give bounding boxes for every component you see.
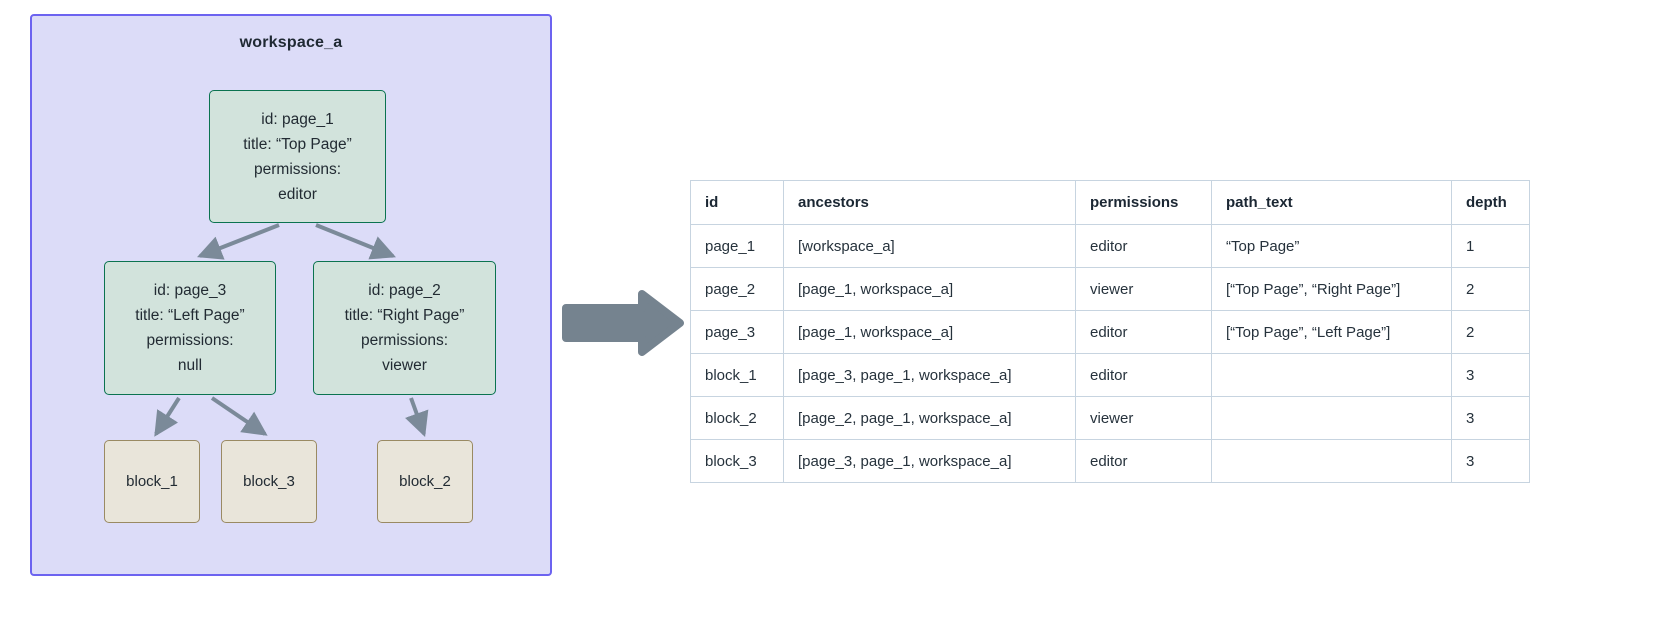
cell-ancestors: [page_1, workspace_a] bbox=[783, 267, 1076, 311]
edge-page_3-block_1 bbox=[154, 396, 181, 437]
cell-depth: 2 bbox=[1451, 310, 1530, 354]
node-block_2[interactable]: block_2 bbox=[377, 440, 473, 523]
table-header-row: id ancestors permissions path_text depth bbox=[690, 180, 1530, 225]
node-page_1-line-1: title: “Top Page” bbox=[243, 135, 352, 153]
node-page_2-line-1: title: “Right Page” bbox=[344, 307, 465, 324]
cell-depth: 3 bbox=[1451, 396, 1530, 440]
node-block_3-label: block_3 bbox=[243, 473, 295, 490]
cell-ancestors: [workspace_a] bbox=[783, 224, 1076, 268]
edge-page_2-block_2 bbox=[405, 397, 429, 438]
cell-permissions: editor bbox=[1075, 310, 1212, 354]
cell-depth: 2 bbox=[1451, 267, 1530, 311]
cell-permissions: editor bbox=[1075, 224, 1212, 268]
node-block_1[interactable]: block_1 bbox=[104, 440, 200, 523]
cell-permissions: viewer bbox=[1075, 267, 1212, 311]
cell-path_text bbox=[1211, 396, 1452, 440]
node-page_1-line-3: editor bbox=[278, 185, 317, 203]
cell-permissions: editor bbox=[1075, 439, 1212, 483]
cell-path_text: [“Top Page”, “Left Page”] bbox=[1211, 310, 1452, 354]
workspace-container: workspace_a id: page_1 title: “Top Page”… bbox=[30, 14, 552, 576]
column-header-permissions[interactable]: permissions bbox=[1075, 180, 1212, 225]
cell-ancestors: [page_1, workspace_a] bbox=[783, 310, 1076, 354]
cell-path_text: [“Top Page”, “Right Page”] bbox=[1211, 267, 1452, 311]
column-header-depth[interactable]: depth bbox=[1451, 180, 1530, 225]
column-header-path_text[interactable]: path_text bbox=[1211, 180, 1452, 225]
table-row: block_1 [page_3, page_1, workspace_a] ed… bbox=[690, 353, 1530, 397]
node-page_2-line-2: permissions: bbox=[361, 332, 448, 349]
right-arrow-icon bbox=[562, 290, 684, 356]
cell-id: page_1 bbox=[690, 224, 784, 268]
node-page_3-line-1: title: “Left Page” bbox=[135, 307, 245, 324]
node-page_1-line-2: permissions: bbox=[254, 160, 341, 178]
table-row: block_3 [page_3, page_1, workspace_a] ed… bbox=[690, 439, 1530, 483]
workspace-title: workspace_a bbox=[239, 34, 343, 51]
node-page_2[interactable]: id: page_2 title: “Right Page” permissio… bbox=[313, 261, 496, 395]
node-page_2-line-0: id: page_2 bbox=[368, 282, 441, 299]
cell-id: page_3 bbox=[690, 310, 784, 354]
table-row: page_2 [page_1, workspace_a] viewer [“To… bbox=[690, 267, 1530, 311]
cell-id: block_3 bbox=[690, 439, 784, 483]
cell-ancestors: [page_2, page_1, workspace_a] bbox=[783, 396, 1076, 440]
cell-path_text bbox=[1211, 353, 1452, 397]
node-page_3[interactable]: id: page_3 title: “Left Page” permission… bbox=[104, 261, 276, 395]
cell-id: block_2 bbox=[690, 396, 784, 440]
table-row: block_2 [page_2, page_1, workspace_a] vi… bbox=[690, 396, 1530, 440]
cell-ancestors: [page_3, page_1, workspace_a] bbox=[783, 439, 1076, 483]
cell-path_text: “Top Page” bbox=[1211, 224, 1452, 268]
column-header-ancestors[interactable]: ancestors bbox=[783, 180, 1076, 225]
node-page_3-line-2: permissions: bbox=[146, 332, 234, 349]
node-page_1[interactable]: id: page_1 title: “Top Page” permissions… bbox=[209, 90, 386, 223]
node-block_3[interactable]: block_3 bbox=[221, 440, 317, 523]
cell-depth: 3 bbox=[1451, 439, 1530, 483]
edge-page_3-block_3 bbox=[210, 396, 268, 436]
cell-depth: 3 bbox=[1451, 353, 1530, 397]
cell-path_text bbox=[1211, 439, 1452, 483]
result-table: id ancestors permissions path_text depth… bbox=[690, 180, 1530, 483]
cell-id: page_2 bbox=[690, 267, 784, 311]
cell-ancestors: [page_3, page_1, workspace_a] bbox=[783, 353, 1076, 397]
cell-permissions: editor bbox=[1075, 353, 1212, 397]
node-page_1-line-0: id: page_1 bbox=[261, 110, 334, 128]
node-page_2-line-3: viewer bbox=[382, 357, 427, 374]
table-row: page_3 [page_1, workspace_a] editor [“To… bbox=[690, 310, 1530, 354]
node-page_3-line-0: id: page_3 bbox=[153, 282, 227, 299]
node-block_2-label: block_2 bbox=[399, 473, 451, 490]
column-header-id[interactable]: id bbox=[690, 180, 784, 225]
node-block_1-label: block_1 bbox=[126, 473, 178, 490]
cell-permissions: viewer bbox=[1075, 396, 1212, 440]
cell-depth: 1 bbox=[1451, 224, 1530, 268]
node-page_3-line-3: null bbox=[177, 357, 203, 374]
edge-page_1-page_3 bbox=[197, 223, 280, 260]
edge-page_1-page_2 bbox=[315, 223, 396, 260]
table-row: page_1 [workspace_a] editor “Top Page” 1 bbox=[690, 224, 1530, 268]
cell-id: block_1 bbox=[690, 353, 784, 397]
